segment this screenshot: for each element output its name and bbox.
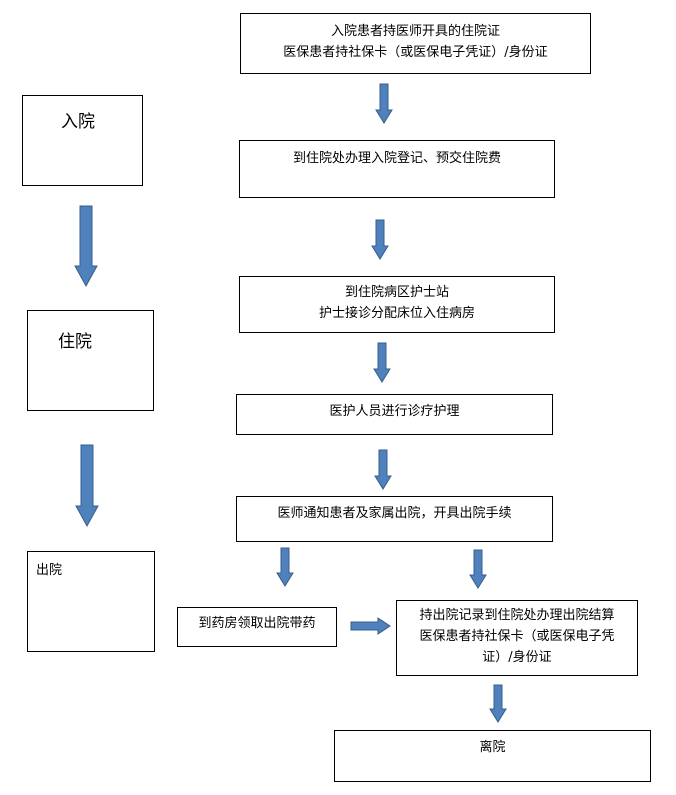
step-leave-hospital: 离院 bbox=[334, 730, 651, 782]
arrow-step4-to-step5 bbox=[374, 449, 392, 490]
step-discharge-notice-line-1: 医师通知患者及家属出院，开具出院手续 bbox=[277, 506, 512, 521]
step-registration-line-1: 到住院处办理入院登记、预交住院费 bbox=[292, 151, 501, 166]
step-discharge-notice: 医师通知患者及家属出院，开具出院手续 bbox=[236, 496, 553, 542]
arrow-step1-to-step2 bbox=[375, 83, 393, 124]
stage-discharge-label: 出院 bbox=[36, 563, 63, 578]
step-admission-documents-line-1: 入院患者持医师开具的住院证 bbox=[330, 24, 500, 39]
step-treatment: 医护人员进行诊疗护理 bbox=[236, 394, 553, 435]
arrow-step5-to-settlement bbox=[469, 549, 487, 589]
step-registration: 到住院处办理入院登记、预交住院费 bbox=[239, 140, 555, 198]
step-pharmacy: 到药房领取出院带药 bbox=[177, 607, 337, 647]
arrow-step5-to-pharmacy bbox=[276, 547, 294, 587]
step-admission-documents-line-2: 医保患者持社保卡（或医保电子凭证）/身份证 bbox=[283, 45, 548, 60]
arrow-step2-to-step3 bbox=[371, 219, 389, 260]
step-nurse-station-line-1: 到住院病区护士站 bbox=[344, 285, 449, 300]
step-nurse-station-line-2: 护士接诊分配床位入住病房 bbox=[318, 306, 475, 321]
stage-stay-box: 住院 bbox=[27, 310, 154, 411]
stage-discharge-box: 出院 bbox=[27, 551, 155, 652]
stage-admit-box: 入院 bbox=[22, 95, 143, 186]
arrow-settlement-to-leave bbox=[489, 684, 507, 723]
step-settlement-line-3: 证）/身份证 bbox=[482, 650, 552, 665]
step-leave-hospital-line-1: 离院 bbox=[479, 740, 506, 755]
arrow-admit-to-stay bbox=[74, 205, 98, 288]
step-pharmacy-line-1: 到药房领取出院带药 bbox=[198, 616, 316, 631]
arrow-stay-to-discharge bbox=[75, 444, 99, 528]
step-settlement-line-2: 医保患者持社保卡（或医保电子凭 bbox=[419, 629, 615, 644]
step-settlement: 持出院记录到住院处办理出院结算 医保患者持社保卡（或医保电子凭 证）/身份证 bbox=[396, 600, 638, 676]
step-nurse-station: 到住院病区护士站 护士接诊分配床位入住病房 bbox=[239, 276, 555, 333]
step-settlement-line-1: 持出院记录到住院处办理出院结算 bbox=[419, 608, 615, 623]
stage-stay-label: 住院 bbox=[58, 332, 92, 352]
step-admission-documents: 入院患者持医师开具的住院证 医保患者持社保卡（或医保电子凭证）/身份证 bbox=[240, 13, 591, 74]
arrow-pharmacy-to-settlement bbox=[350, 617, 391, 635]
arrow-step3-to-step4 bbox=[373, 342, 391, 383]
stage-admit-label: 入院 bbox=[61, 112, 95, 132]
step-treatment-line-1: 医护人员进行诊疗护理 bbox=[329, 404, 460, 419]
